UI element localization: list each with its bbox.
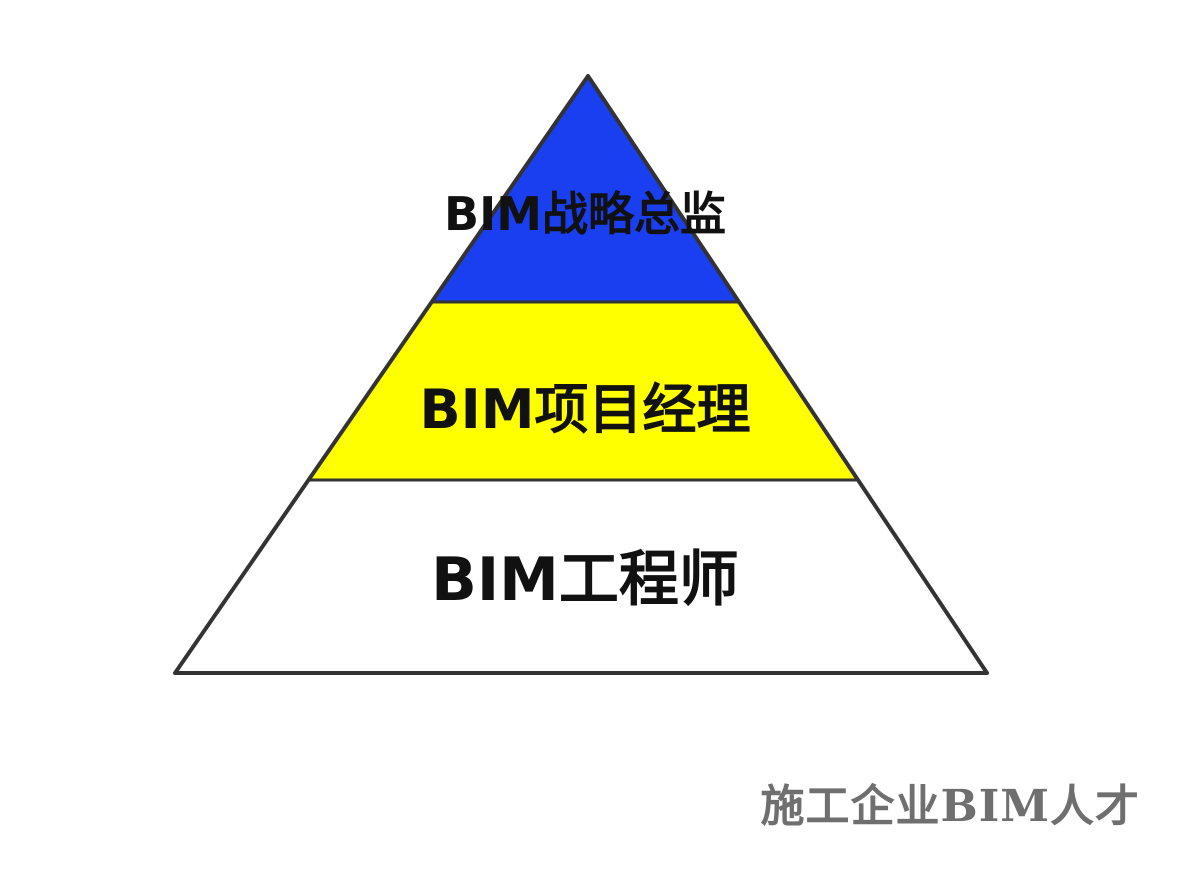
caption-text: 施工企业BIM人才 [760, 781, 1140, 832]
tier-top-shape [432, 76, 738, 302]
pyramid-outline [173, 74, 989, 675]
tier-top-label: BIM战略总监 [444, 187, 726, 241]
tier-bottom-label: BIM工程师 [431, 545, 739, 615]
tier-middle-label: BIM项目经理 [420, 378, 751, 441]
tier-bottom-shape [175, 480, 987, 673]
tier-middle-shape [310, 302, 857, 480]
